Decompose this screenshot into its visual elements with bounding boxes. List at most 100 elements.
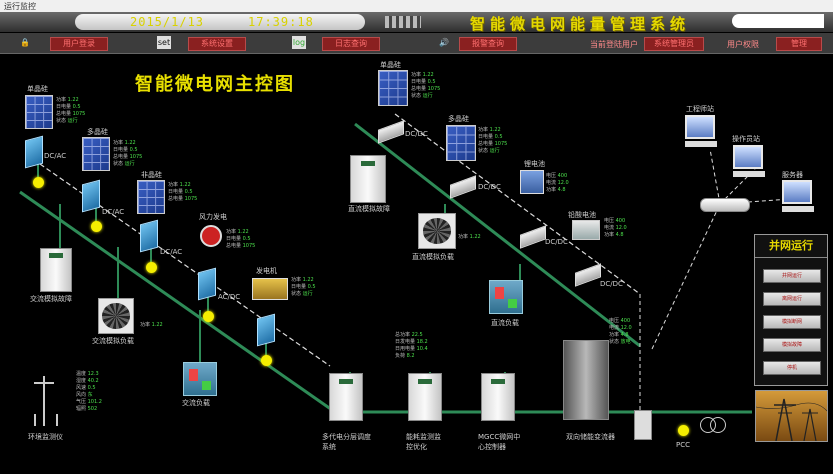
- window-title: 运行监控: [4, 2, 36, 11]
- diesel-generator[interactable]: [252, 278, 288, 300]
- server-icon[interactable]: [782, 180, 814, 212]
- acac-label: AC/DC: [218, 293, 241, 301]
- dc-load-label: 直流模拟负载: [412, 253, 454, 261]
- island-mode-button[interactable]: 离网运行: [763, 292, 821, 306]
- pcc-label: PCC: [676, 441, 690, 449]
- pv-panel-2[interactable]: [82, 137, 110, 171]
- header-date: 2015/1/13: [130, 15, 205, 29]
- engineer-label: 工程师站: [686, 105, 714, 113]
- battery-label: 锂电池: [524, 160, 545, 168]
- ac-load-fan[interactable]: [98, 298, 134, 334]
- log-icon[interactable]: log: [292, 36, 306, 49]
- inverter-3[interactable]: [140, 219, 158, 253]
- operator-label: 操作员站: [732, 135, 760, 143]
- dc-load2-label: 直流负载: [491, 319, 519, 327]
- pv2-readout: 功率 1.22 日电量 0.5 总电量 1075 状态 运行: [113, 140, 143, 167]
- pv3-label: 非晶硅: [141, 171, 162, 179]
- mgcc-label: MGCC微网中心控制器: [478, 433, 521, 451]
- dc-load-fan[interactable]: [418, 213, 456, 249]
- bus-node-3[interactable]: [146, 262, 157, 273]
- bus-node-4[interactable]: [203, 311, 214, 322]
- server-label: 服务器: [782, 171, 803, 179]
- power-tower-image: [755, 390, 828, 442]
- lead-acid-battery[interactable]: [572, 220, 600, 240]
- alarm-button[interactable]: 报警查询: [459, 37, 517, 51]
- inverter-2[interactable]: [82, 179, 100, 213]
- mgcc-cabinet[interactable]: [481, 373, 515, 421]
- env-label: 环境监测仪: [28, 433, 63, 441]
- switch-cabinet[interactable]: [634, 410, 652, 440]
- bidir-readout: 电压 400 电流 12.0 功率 4.8 状态 放电: [609, 318, 632, 345]
- pv-panel-1[interactable]: [25, 95, 53, 129]
- header-indicator: [385, 16, 421, 28]
- login-button[interactable]: 用户登录: [50, 37, 108, 51]
- transformer-coil-2: [710, 417, 726, 433]
- ac-load-readout: 功率 1.22: [140, 322, 163, 328]
- pv4-label: 单晶硅: [380, 61, 401, 69]
- bidir-label: 双向储能变流器: [566, 433, 615, 441]
- wind-readout: 功率 1.22 日电量 0.5 总电量 1075: [226, 229, 256, 249]
- engineer-workstation-icon[interactable]: [685, 115, 717, 147]
- settings-button[interactable]: 系统设置: [188, 37, 246, 51]
- inverter-5[interactable]: [257, 313, 275, 347]
- wind-label: 风力发电: [199, 213, 227, 221]
- simulate-fault-button[interactable]: 模拟故障: [763, 338, 821, 352]
- energy-cabinet-label: 能耗监测监控优化: [406, 433, 441, 451]
- dcdc-label-3: DC/DC: [545, 238, 568, 246]
- log-button[interactable]: 日志查询: [322, 37, 380, 51]
- dc-load-unit[interactable]: [489, 280, 523, 314]
- grid-panel-title: 并网运行: [755, 235, 827, 258]
- shutdown-button[interactable]: 停机: [763, 361, 821, 375]
- current-user-value: 系统管理员: [644, 37, 704, 51]
- bus-node-5[interactable]: [261, 355, 272, 366]
- ac-load-unit[interactable]: [183, 362, 217, 396]
- inverter-4[interactable]: [198, 267, 216, 301]
- ac-load-label: 交流模拟负载: [92, 337, 134, 345]
- operator-workstation-icon[interactable]: [733, 145, 765, 177]
- diesel-readout: 功率 1.22 日电量 0.5 状态 运行: [291, 277, 316, 297]
- header-time: 17:39:18: [248, 15, 314, 29]
- pv-panel-5[interactable]: [446, 125, 476, 161]
- pv5-label: 多晶硅: [448, 115, 469, 123]
- diesel-label: 发电机: [256, 267, 277, 275]
- pv-panel-4[interactable]: [378, 70, 408, 106]
- permission-label: 用户权限: [727, 40, 759, 49]
- energy-monitor-cabinet[interactable]: [408, 373, 442, 421]
- multi-cabinet-label: 多代电分层调度系统: [322, 433, 371, 451]
- bus-node-1[interactable]: [33, 177, 44, 188]
- mid-readout: 总功率 22.5 日发电量 18.2 日用电量 10.4 负荷 8.2: [395, 332, 428, 359]
- pv2-label: 多晶硅: [87, 128, 108, 136]
- pv3-readout: 功率 1.22 日电量 0.5 总电量 1075: [168, 182, 198, 202]
- simulate-disconnect-button[interactable]: 模拟断网: [763, 315, 821, 329]
- lock-icon[interactable]: 🔒: [20, 38, 30, 47]
- pv1-label: 单晶硅: [27, 85, 48, 93]
- env-readout: 温度 12.3 湿度 40.2 风速 0.5 风向 东 气压 101.2 辐照 …: [76, 371, 102, 412]
- lithium-battery[interactable]: [520, 170, 544, 194]
- leadacid-readout: 电压 400 电流 12.0 功率 4.8: [604, 218, 627, 238]
- settings-icon[interactable]: set: [157, 36, 171, 49]
- grid-operation-panel: 并网运行 并网运行 离网运行 模拟断网 模拟故障 停机: [754, 234, 828, 386]
- main-title: 智能微电网主控图: [135, 74, 295, 95]
- bus-node-2[interactable]: [91, 221, 102, 232]
- ac-load2-label: 交流负载: [182, 399, 210, 407]
- pv5-readout: 功率 1.22 日电量 0.5 总电量 1075 状态 运行: [478, 127, 508, 154]
- weather-station-icon: [32, 376, 58, 426]
- bidirectional-converter[interactable]: [563, 340, 609, 420]
- speaker-icon[interactable]: 🔊: [439, 38, 449, 47]
- ac-fault-cabinet[interactable]: [40, 248, 72, 292]
- dcdc-label-4: DC/DC: [600, 280, 623, 288]
- multi-dispatch-cabinet[interactable]: [329, 373, 363, 421]
- dcac-label-1: DC/AC: [44, 152, 67, 160]
- dc-fault-cabinet[interactable]: [350, 155, 386, 203]
- inverter-1[interactable]: [25, 135, 43, 169]
- ac-cabinet-label: 交流模拟故障: [30, 295, 72, 303]
- network-switch-icon: [700, 198, 750, 212]
- grid-connect-button[interactable]: 并网运行: [763, 269, 821, 283]
- dcdc-label-2: DC/DC: [478, 183, 501, 191]
- dc-load-readout: 功率 1.22: [458, 234, 481, 240]
- pv-panel-3[interactable]: [137, 180, 165, 214]
- pcc-node[interactable]: [678, 425, 689, 436]
- status-bar: [0, 33, 833, 54]
- wind-turbine-icon[interactable]: [200, 225, 222, 247]
